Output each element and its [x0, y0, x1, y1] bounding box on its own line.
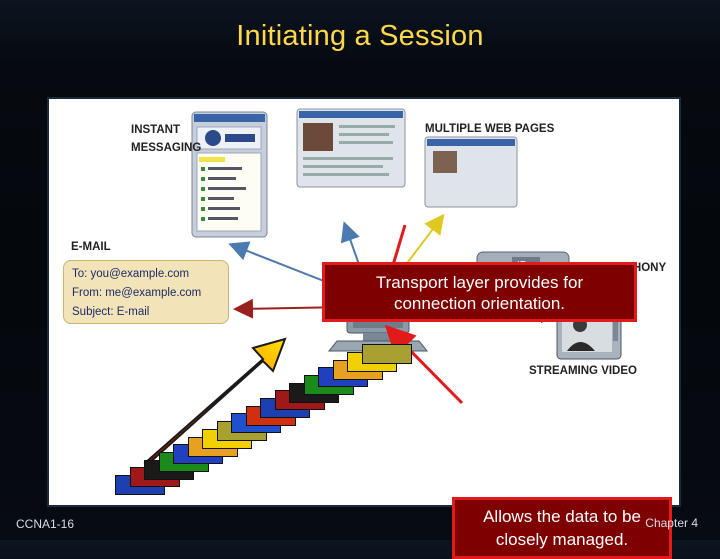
- callout-transport-line1: Transport layer provides for: [375, 273, 584, 292]
- email-from: From: me@example.com: [72, 287, 202, 299]
- im-window-screenshot: [191, 111, 268, 238]
- im-label: INSTANT MESSAGING: [131, 123, 201, 156]
- im-label-line2: MESSAGING: [131, 142, 202, 154]
- footer-course-code: CCNA1-16: [16, 517, 75, 531]
- email-box: To: you@example.com From: me@example.com…: [63, 260, 229, 324]
- callout-arrow-bottom: [384, 324, 464, 405]
- web-pages-screenshot: [296, 108, 518, 208]
- callout-transport-line2: connection orientation.: [393, 294, 566, 313]
- callout-data-line1: Allows the data to be: [483, 507, 641, 526]
- slide-title: Initiating a Session: [236, 20, 484, 52]
- email-label: E-MAIL: [71, 241, 111, 253]
- callout-transport-layer: Transport layer provides for connection …: [322, 262, 637, 322]
- data-flow-arrow: [143, 337, 287, 467]
- footer-chapter: Chapter 4: [645, 516, 698, 530]
- im-label-line1: INSTANT: [131, 124, 180, 136]
- streaming-video-label: STREAMING VIDEO: [529, 365, 637, 377]
- diagram-panel: IP INSTANT MESSAGING MULTIPLE WEB PAGES: [47, 97, 681, 559]
- web-pages-label: MULTIPLE WEB PAGES: [425, 123, 555, 135]
- callout-data-managed: Allows the data to be closely managed.: [452, 497, 672, 559]
- email-to: To: you@example.com: [72, 268, 190, 280]
- email-subject: Subject: E-mail: [72, 306, 150, 318]
- packet-block: [361, 344, 412, 365]
